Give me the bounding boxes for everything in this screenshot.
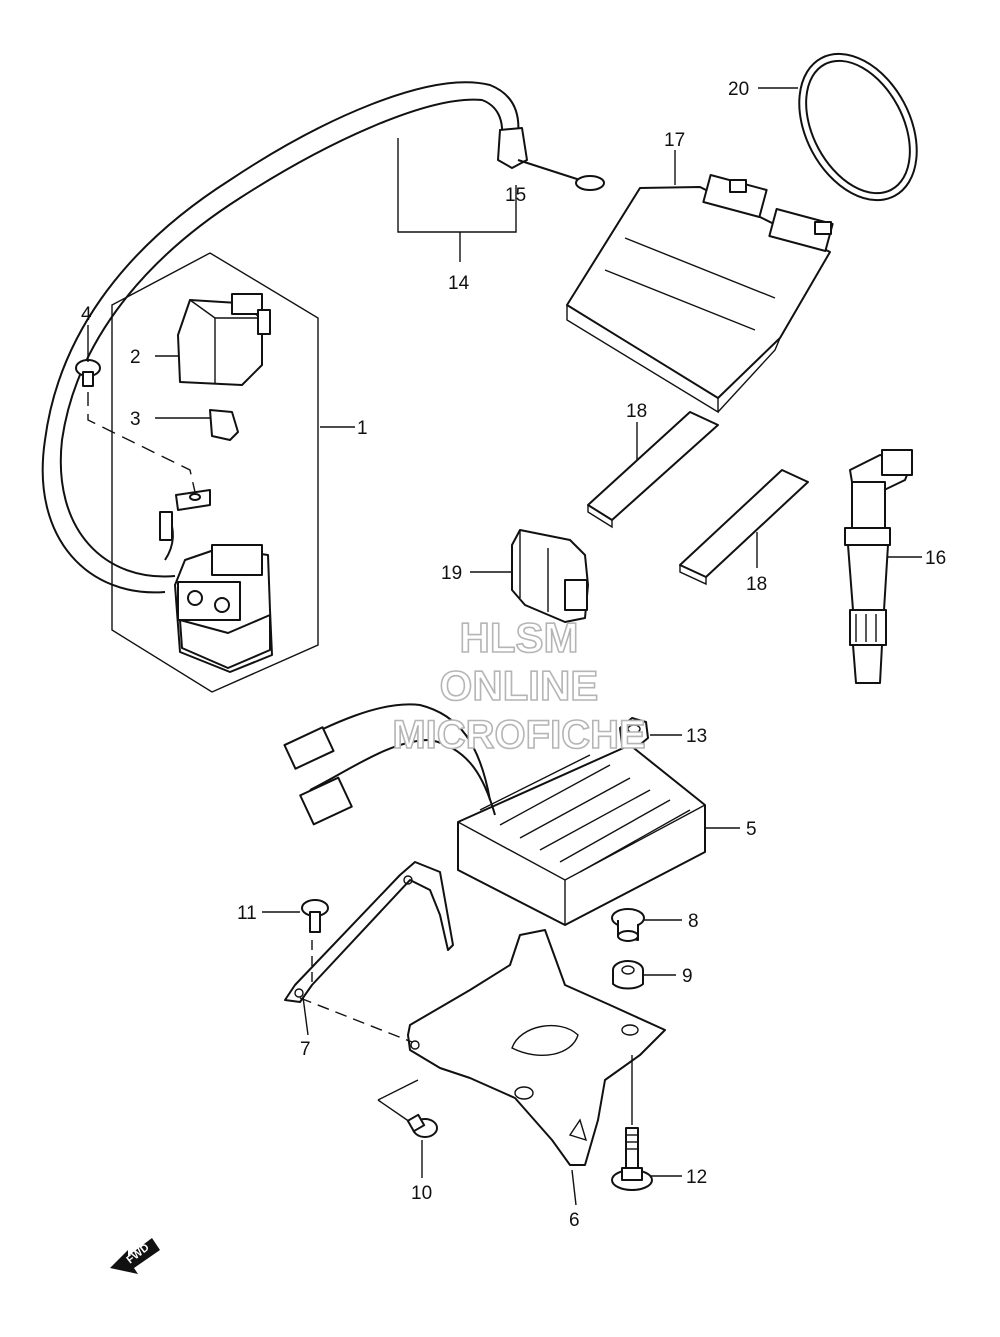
- callout-14: 14: [448, 273, 470, 294]
- screw-11: [301, 899, 329, 933]
- callout-18-lower: 18: [746, 574, 767, 595]
- connector-relay: [511, 529, 589, 623]
- callout-6: 6: [569, 1210, 580, 1231]
- watermark-line-1: HLSM: [460, 614, 579, 661]
- fwd-arrow-icon: FWD: [110, 1238, 160, 1274]
- ignition-coil: [844, 449, 913, 684]
- callout-4: 4: [81, 304, 92, 325]
- relay-cover: [177, 293, 271, 386]
- callout-labels: 1 2 3 4 5 6 7 8 9 10 11 12 13 14 15 16 1…: [81, 79, 946, 1231]
- callout-3: 3: [130, 409, 141, 430]
- callout-5: 5: [746, 819, 757, 840]
- callout-15: 15: [505, 185, 526, 206]
- callout-17: 17: [664, 130, 685, 151]
- starter-relay-assembly-box: [111, 252, 319, 693]
- callout-1: 1: [357, 418, 368, 439]
- mount-line-10a: [377, 1079, 419, 1101]
- fuse: [209, 409, 239, 441]
- callout-2: 2: [130, 347, 141, 368]
- watermark-line-2: ONLINE: [440, 662, 599, 709]
- callout-9: 9: [682, 966, 693, 987]
- collar-8: [611, 908, 645, 942]
- o-ring: [798, 52, 918, 202]
- nut-13: [619, 717, 649, 749]
- grommet-9: [612, 960, 644, 990]
- pad-lower: [679, 469, 809, 586]
- regulator-rectifier: [283, 703, 706, 926]
- screw-4: [75, 359, 101, 387]
- pad-upper: [587, 411, 719, 529]
- callout-19: 19: [441, 563, 462, 584]
- callout-18-upper: 18: [626, 401, 647, 422]
- ecm-unit: [566, 173, 834, 414]
- starter-relay: [159, 489, 273, 673]
- mount-line-4: [87, 392, 196, 493]
- bracket-7: [284, 861, 454, 1003]
- watermark-line-3: MICROFICHE: [392, 713, 645, 757]
- bolt-10: [406, 1113, 438, 1138]
- mount-line-7: [299, 997, 413, 1043]
- callout-10: 10: [411, 1183, 432, 1204]
- leader-lines: [87, 87, 922, 1206]
- callout-12: 12: [686, 1167, 707, 1188]
- callout-16: 16: [925, 548, 946, 569]
- watermark: HLSM ONLINE MICROFICHE: [392, 613, 647, 758]
- battery-cable: [41, 81, 605, 594]
- mount-line-10b: [377, 1099, 411, 1123]
- callout-20: 20: [728, 79, 749, 100]
- callout-13: 13: [686, 726, 707, 747]
- bolt-12: [611, 1055, 653, 1191]
- callout-11: 11: [237, 903, 257, 924]
- callout-7: 7: [300, 1039, 311, 1060]
- mounting-plate-6: [407, 929, 666, 1166]
- callout-8: 8: [688, 911, 699, 932]
